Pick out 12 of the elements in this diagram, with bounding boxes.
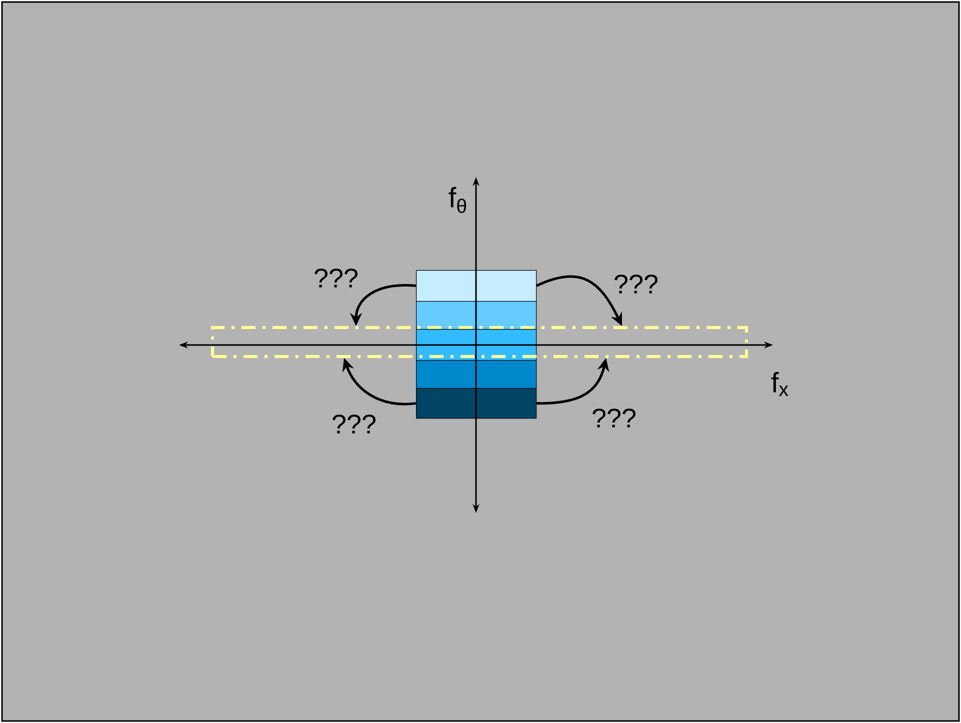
color-band [416, 360, 537, 389]
edge-label: ??? [592, 408, 636, 428]
highlight-rectangle [211, 326, 748, 358]
edge-label: ??? [614, 274, 658, 294]
edge-label: ??? [314, 268, 358, 288]
axis-label: f$_{θ}$ [448, 186, 466, 214]
color-band [416, 301, 537, 330]
color-band [416, 388, 537, 419]
color-band [416, 270, 537, 302]
axis-label: f$_{x}$ [771, 372, 788, 396]
color-band [416, 329, 537, 361]
edge-label: ??? [332, 414, 376, 434]
